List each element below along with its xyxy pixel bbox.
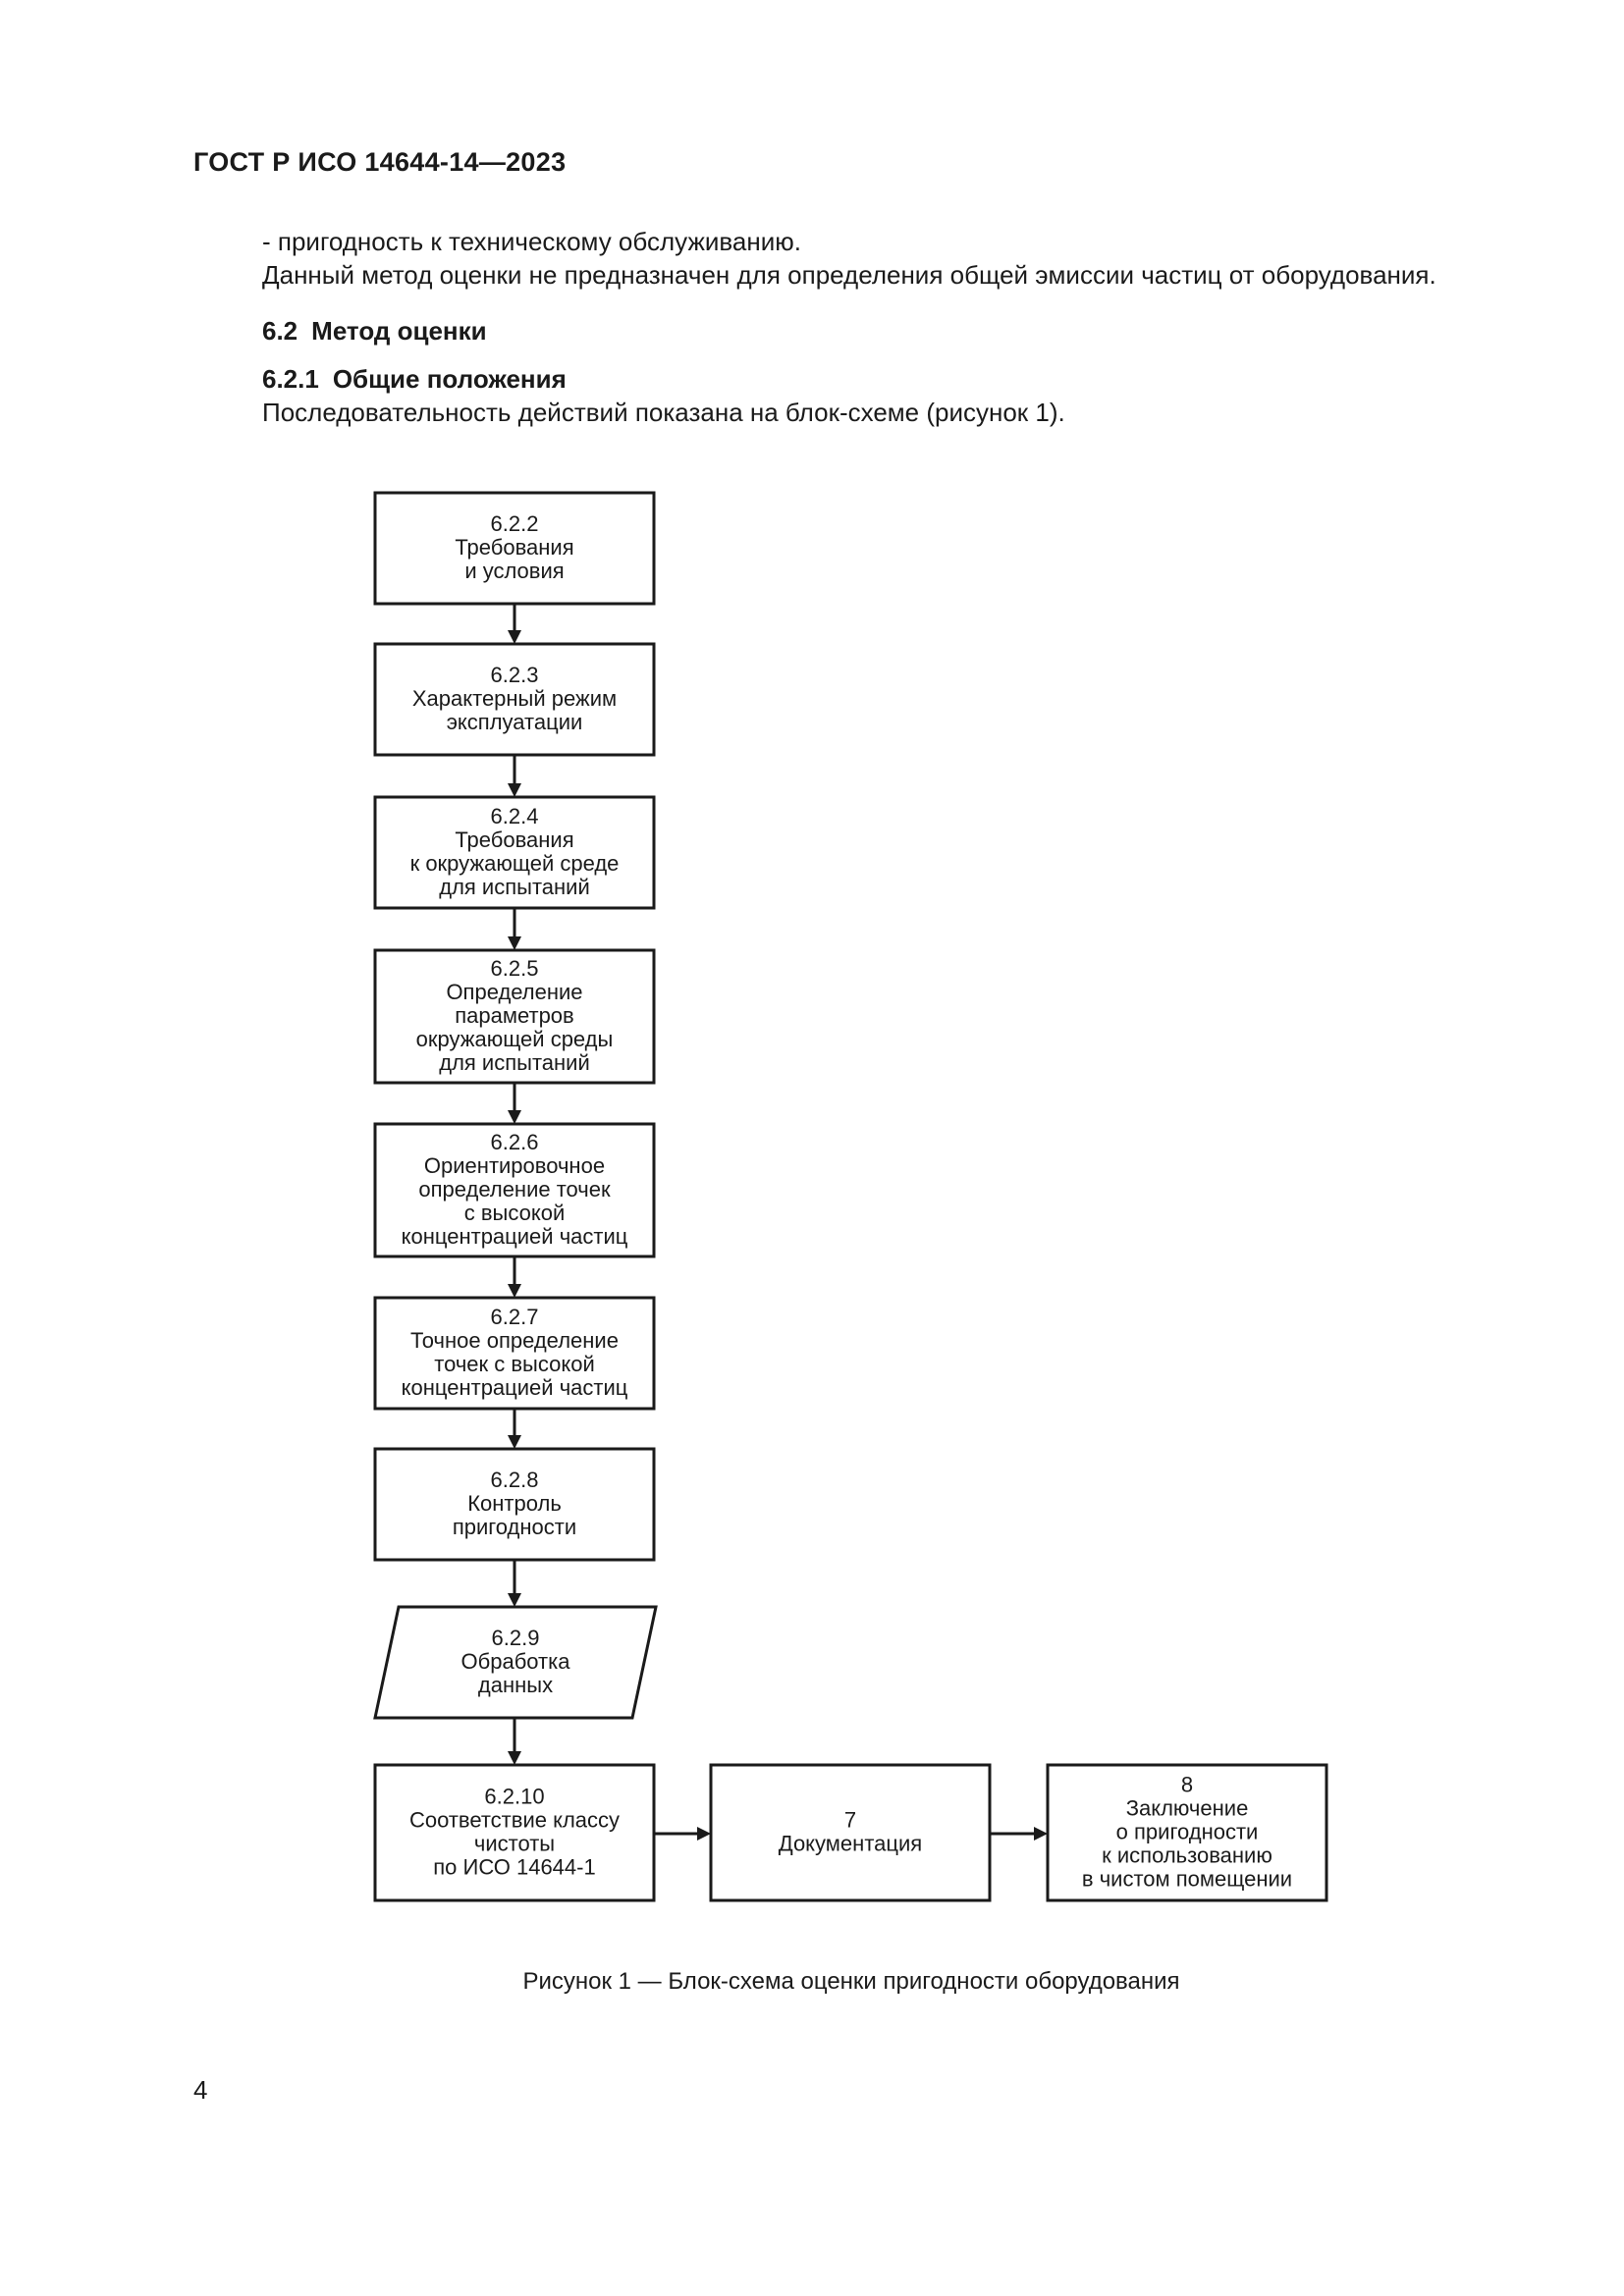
node-6-2-7-label-line: Точное определение (410, 1328, 619, 1353)
node-6-2-4-label-line: к окружающей среде (410, 851, 620, 876)
node-6-2-10-label-line: Соответствие классу (409, 1808, 620, 1833)
node-6-2-4-label-line: 6.2.4 (491, 804, 539, 828)
section-title: Метод оценки (311, 316, 487, 346)
arrow-down-4-head (508, 1110, 521, 1124)
arrow-down-1-head (508, 630, 521, 644)
node-6-2-10-label-line: 6.2.10 (484, 1785, 544, 1809)
node-6-2-7-label-line: 6.2.7 (491, 1305, 539, 1329)
node-6-2-5-label-line: окружающей среды (416, 1027, 614, 1051)
node-6-2-3-label-line: эксплуатации (447, 710, 583, 734)
intro-bullet: - пригодность к техническому обслуживани… (262, 227, 801, 256)
node-6-2-6-label-line: 6.2.6 (491, 1130, 539, 1154)
node-6-2-9-label-line: 6.2.9 (492, 1626, 540, 1650)
node-6-2-2-label-line: Требования (455, 535, 573, 560)
arrow-right-1-head (697, 1827, 711, 1841)
node-6-2-9-label-line: данных (478, 1673, 553, 1697)
arrow-down-5-head (508, 1284, 521, 1298)
document-header: ГОСТ Р ИСО 14644-14—2023 (193, 147, 567, 177)
node-6-2-3-label-line: 6.2.3 (491, 663, 539, 687)
node-6-2-5-label-line: параметров (455, 1003, 573, 1028)
figure-caption: Рисунок 1 — Блок-схема оценки пригодност… (522, 1968, 1180, 1995)
node-7-label-line: 7 (844, 1808, 856, 1833)
arrow-down-8-head (508, 1751, 521, 1765)
arrow-down-7-head (508, 1593, 521, 1607)
node-6-2-5-label-line: для испытаний (439, 1050, 590, 1075)
node-6-2-6-box (373, 1122, 656, 1258)
node-6-2-6-label-line: Ориентировочное (424, 1153, 605, 1178)
node-6-2-6-label-line: концентрацией частиц (402, 1224, 628, 1249)
node-6-2-8-label-line: 6.2.8 (491, 1468, 539, 1492)
node-6-2-2-label-line: и условия (464, 559, 564, 583)
arrow-down-3-head (508, 936, 521, 950)
node-6-2-7-box (373, 1296, 656, 1411)
node-6-2-10-label-line: чистоты (474, 1832, 555, 1856)
subsection-heading: 6.2.1 Общие положения (262, 364, 567, 395)
node-6-2-8-label-line: пригодности (453, 1515, 576, 1539)
node-6-2-6-label-line: с высокой (464, 1201, 566, 1225)
arrow-down-2-head (508, 783, 521, 797)
node-6-2-6-label-line: определение точек (418, 1177, 611, 1201)
node-6-2-10-box (373, 1763, 656, 1902)
node-8-label-line: в чистом помещении (1082, 1867, 1292, 1892)
arrow-down-6-head (508, 1435, 521, 1449)
node-6-2-4-label-line: Требования (455, 828, 573, 852)
node-8-label-line: 8 (1181, 1773, 1193, 1797)
arrow-right-2-head (1034, 1827, 1048, 1841)
subsection-number: 6.2.1 (262, 364, 319, 394)
node-6-2-5-label-line: Определение (446, 980, 582, 1004)
node-6-2-3-label-line: Характерный режим (412, 686, 617, 711)
node-6-2-8-box (373, 1447, 656, 1562)
node-6-2-2-label-line: 6.2.2 (491, 511, 539, 536)
subsection-text: Последовательность действий показана на … (262, 398, 1065, 427)
node-8-box (1046, 1763, 1328, 1902)
section-heading: 6.2 Метод оценки (262, 316, 487, 347)
node-6-2-9-label-line: Обработка (461, 1649, 571, 1674)
node-6-2-4-label-line: для испытаний (439, 875, 590, 899)
node-6-2-7-label-line: концентрацией частиц (402, 1375, 628, 1400)
node-6-2-8-label-line: Контроль (467, 1491, 562, 1516)
node-8-label-line: Заключение (1126, 1796, 1249, 1821)
intro-line: Данный метод оценки не предназначен для … (262, 260, 1436, 290)
page-number: 4 (193, 2075, 208, 2105)
subsection-title: Общие положения (332, 364, 567, 394)
node-6-2-3-box (373, 642, 656, 757)
node-8-label-line: о пригодности (1116, 1820, 1259, 1844)
node-6-2-2-box (373, 491, 656, 606)
node-7-label-line: Документация (779, 1832, 922, 1856)
node-6-2-7-label-line: точек с высокой (434, 1352, 595, 1376)
node-8-label-line: к использованию (1102, 1843, 1272, 1868)
node-6-2-10-label-line: по ИСО 14644-1 (433, 1855, 595, 1880)
section-number: 6.2 (262, 316, 298, 346)
node-6-2-5-label-line: 6.2.5 (491, 956, 539, 981)
node-6-2-9-box (373, 1605, 658, 1720)
